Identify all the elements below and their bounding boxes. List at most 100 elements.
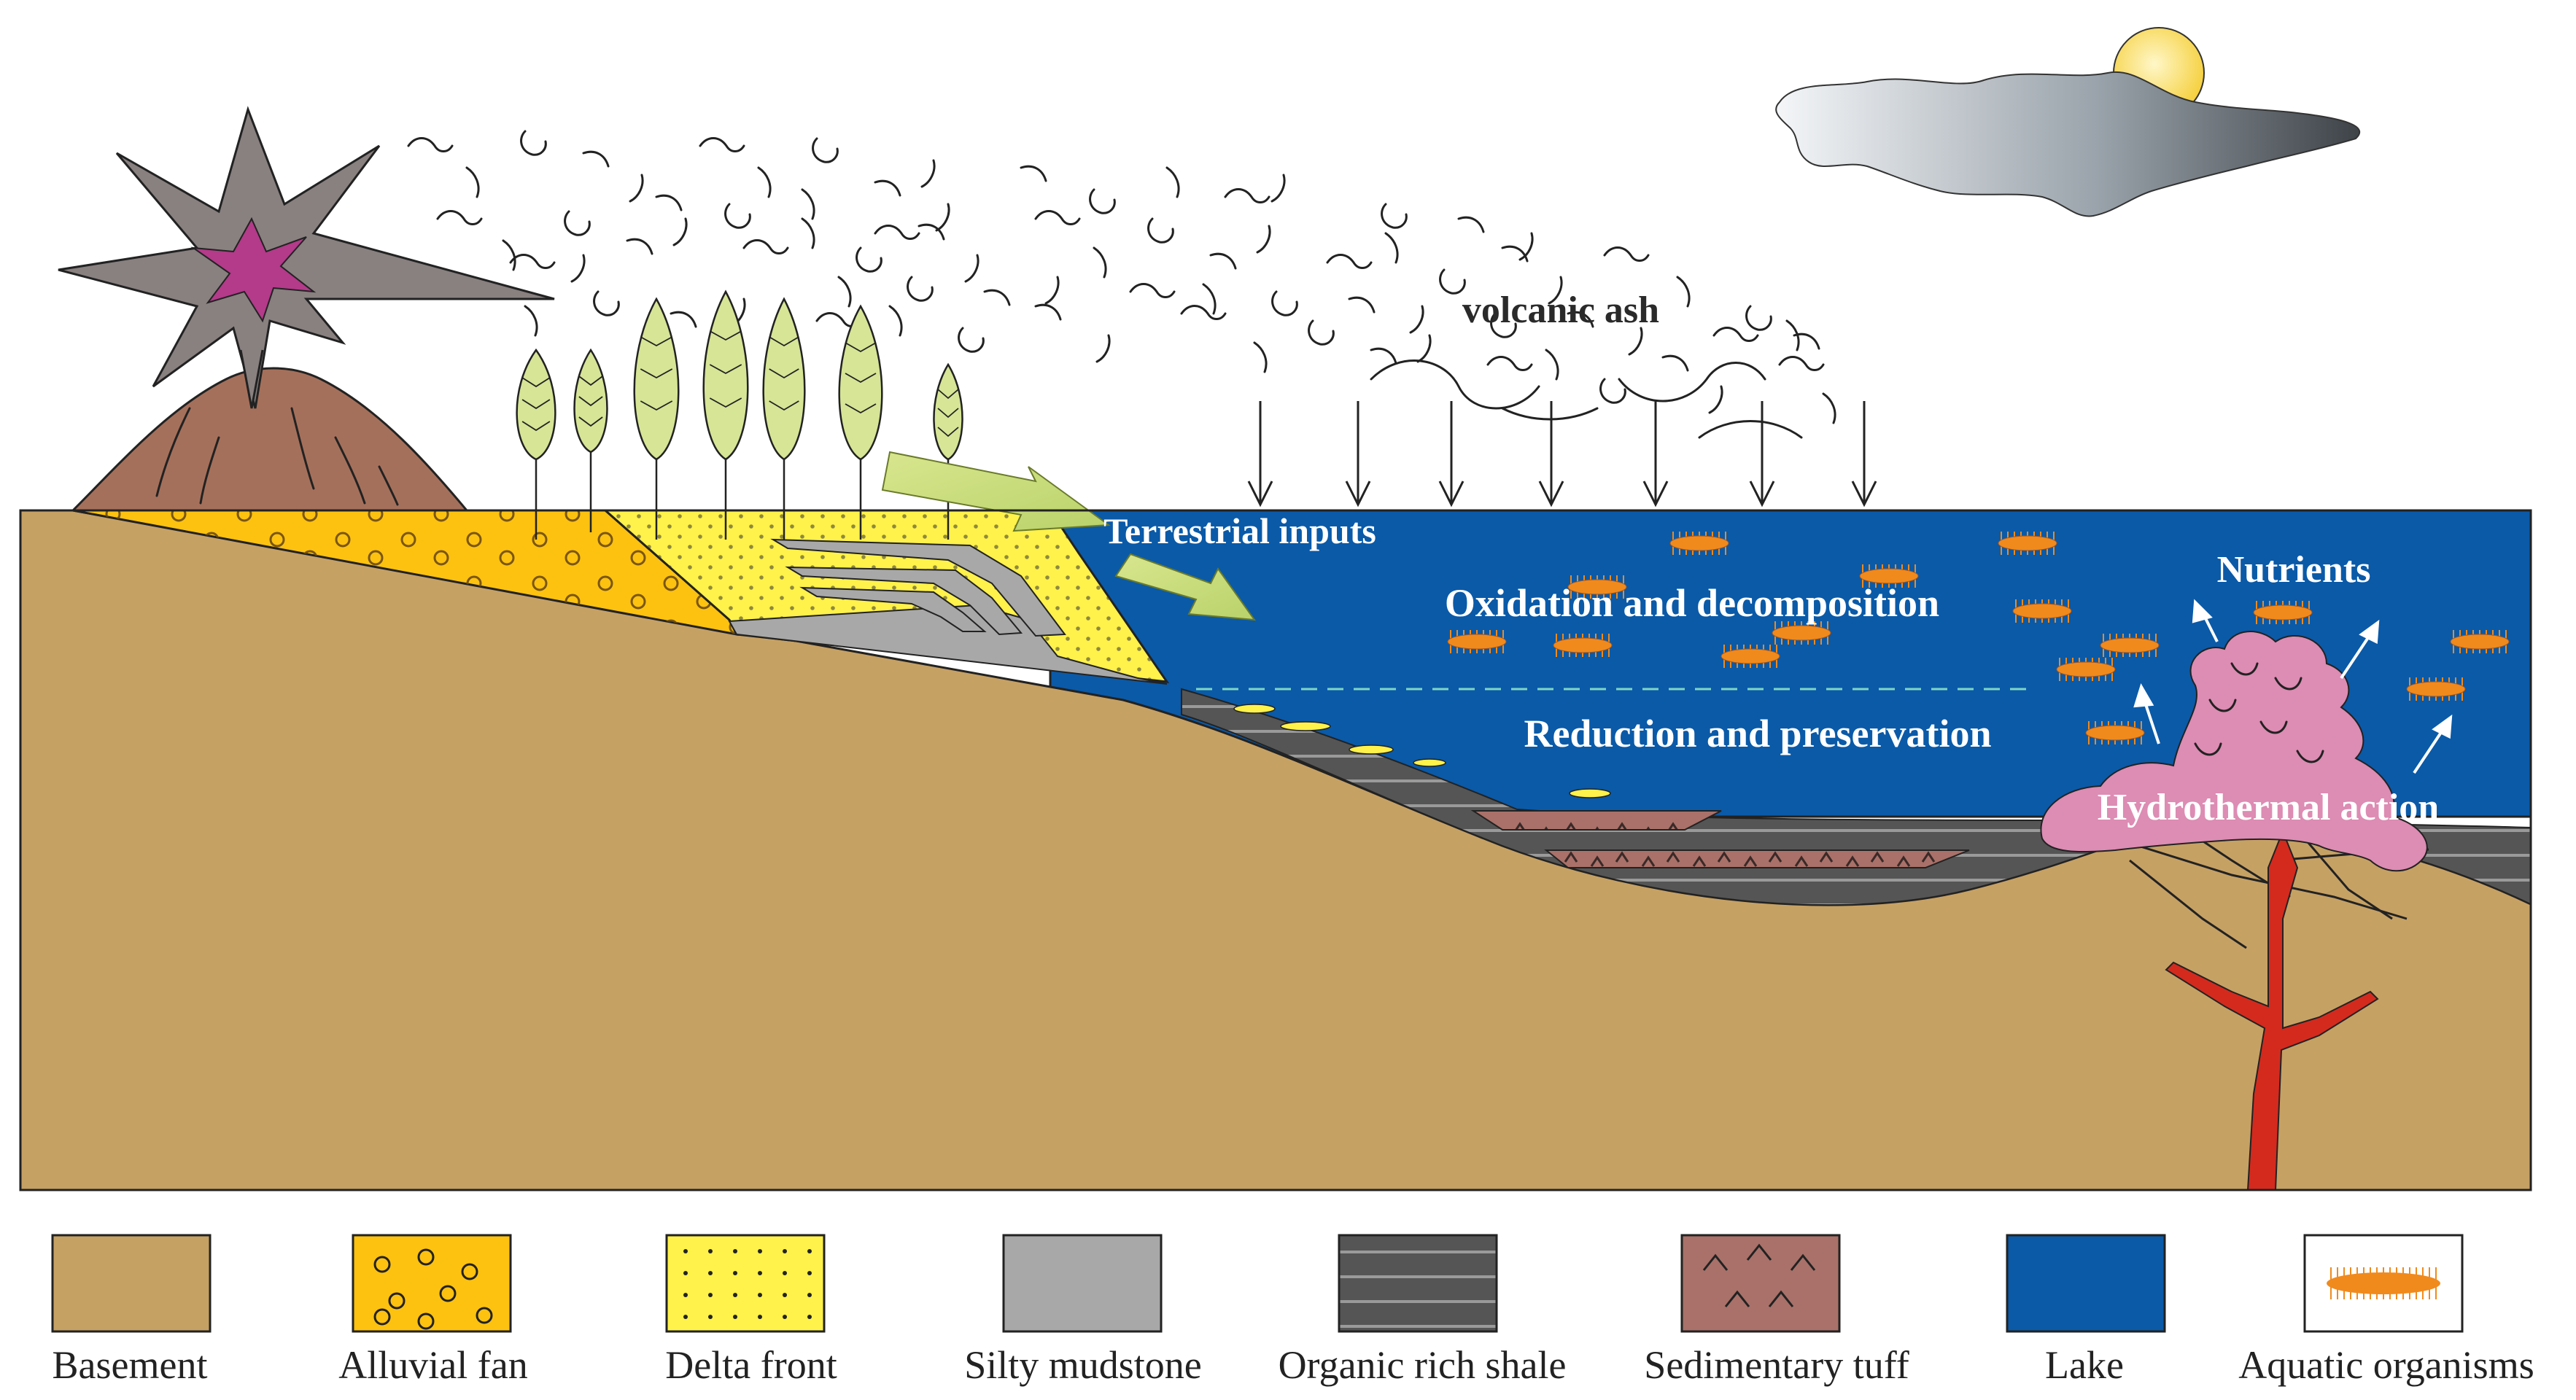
ash-particle [757,166,772,198]
volcano-streaks [155,407,399,506]
legend-label: Alluvial fan [338,1343,527,1387]
aquatic-organism [1447,630,1507,653]
tree [573,348,608,532]
aquatic-organisms [1447,532,2510,744]
ash-particle [629,174,644,203]
label-hydrothermal: Hydrothermal action [2098,787,2440,828]
ash-particle [570,254,586,283]
legend-swatch [1680,1234,1841,1333]
ash-particle [1093,246,1107,279]
ash-swirl [1698,420,1803,439]
ash-particle [1165,166,1180,198]
ash-particle [1308,319,1335,346]
legend-swatch [1002,1234,1163,1333]
ash-fall-arrows [1247,401,1877,508]
label-nutrients: Nutrients [2217,549,2371,591]
ash-particle [1628,327,1643,356]
legend-swatch [2006,1234,2166,1333]
ash-particle [888,305,903,337]
ash-particle [509,254,556,269]
delta-lenses [1233,704,1611,798]
ash-particle [1271,290,1298,316]
ash-particle [1490,312,1517,338]
ash-particle [582,150,610,168]
nutrient-arrows [2133,599,2453,774]
plume-folds [2194,662,2324,763]
aquatic-organism [1859,564,1919,588]
ash-particle [1518,232,1534,261]
ash-particle [1439,268,1466,295]
legend-item-organism: Aquatic organisms [2238,1234,2534,1387]
hydrothermal-plume [2040,631,2428,872]
aquatic-organism [2253,601,2313,624]
legend-swatch [51,1234,212,1333]
eruption-burst [58,106,555,409]
ash-particle [724,203,751,229]
legend-label: Delta front [665,1343,837,1387]
ash-particle [407,137,454,152]
hydrothermal-vent [2165,829,2379,1191]
legend: Basement Alluvial fan Delta front Silty mud… [51,1234,2534,1387]
ash-particle [801,188,815,220]
legend-item-alluvial: Alluvial fan [338,1234,528,1387]
ash-swirl [1370,359,1540,410]
ash-particle [1020,165,1047,182]
ash-fall-arrow-head [1642,481,1669,508]
ash-fall-arrow-head [1345,481,1371,508]
ash-particle [564,210,591,236]
legend-item-shale: Organic rich shale [1279,1234,1566,1387]
ash-particle [874,179,901,197]
ash-particle [1778,356,1825,371]
legend-item-lake: Lake [2006,1234,2166,1387]
ash-particle [1822,392,1836,424]
legend-swatch [665,1234,826,1333]
aquatic-organism [2450,630,2510,653]
trees [516,289,963,540]
ash-particle [465,166,480,198]
ash-particle [524,305,538,337]
ash-particle [1785,319,1800,351]
ash-particle [1676,276,1691,308]
ash-particle [742,239,789,254]
ash-fall-arrow-head [1538,481,1564,508]
volcano [70,367,470,512]
sedimentary-tuff-lens [1544,849,1970,868]
label-oxidation: Oxidation and decomposition [1445,581,1939,625]
tree [838,304,883,540]
ash-particle [1147,217,1174,244]
legend-label: Lake [2045,1343,2124,1387]
legend-label: Basement [53,1343,208,1387]
cloud [1775,71,2361,217]
ash-particle [699,137,745,152]
ash-particle [935,203,950,232]
ash-particle [655,194,683,211]
ash-particle [1545,349,1559,381]
ash-particle [1384,232,1399,264]
ash-particle [1034,210,1081,225]
ash-particle [1326,254,1373,269]
ash-particle [1661,354,1689,372]
ash-particle [1370,347,1397,365]
diagram-frame [19,509,2532,1191]
ash-particle [1256,225,1271,254]
ash-particle [1224,188,1270,203]
label-terrestrial-inputs: Terrestrial inputs [1103,510,1376,551]
aquatic-organism [2085,721,2145,744]
label-reduction: Reduction and preservation [1524,712,1991,755]
tree [633,297,680,540]
ash-fall-arrow-head [1749,481,1775,508]
ash-particle [672,217,688,246]
legend-label: Silty mudstone [964,1343,1202,1387]
ash-particle [1348,296,1376,314]
ash-particle [917,223,945,241]
legend-label: Sedimentary tuff [1644,1343,1909,1387]
ash-fall-arrow-head [1247,481,1273,508]
legend-item-mudstone: Silty mudstone [964,1234,1202,1387]
legend-label: Aquatic organisms [2238,1343,2534,1387]
ash-particle [1599,378,1626,404]
aquatic-organism [2056,658,2116,681]
ash-particle [670,311,697,328]
label-volcanic-ash: volcanic ash [1462,289,1659,331]
ash-fall-arrow-head [1438,481,1464,508]
aquatic-organism [1553,634,1613,657]
